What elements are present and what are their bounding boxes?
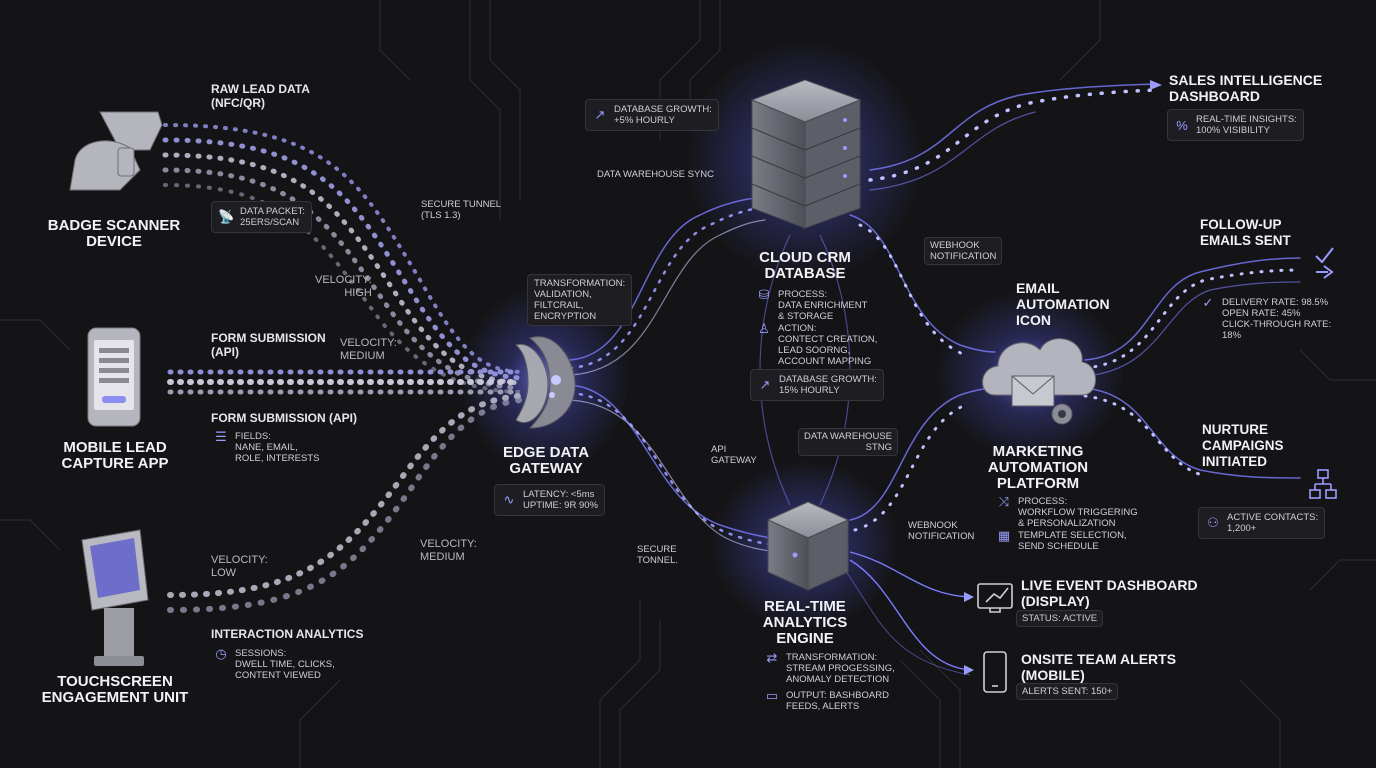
live-dashboard-arrow [964, 592, 974, 602]
marketing-template: ▦ TEMPLATE SELECTION, SEND SCHEDULE [997, 528, 1127, 552]
mobile-fields: ☰ FIELDS: NANE, EMAIL, ROLE, INTERESTS [213, 429, 319, 464]
touch-velocity-medium: VELOCITY: MEDIUM [420, 538, 477, 563]
crm-growth-top-box: ↗ DATABASE GROWTH: +5% HOURLY [585, 99, 719, 131]
calendar-icon: ▦ [997, 528, 1011, 543]
touch-stream [167, 393, 523, 613]
badge-scanner-title: BADGE SCANNER DEVICE [47, 217, 181, 250]
marketing-title: MARKETING AUTOMATION PLATFORM [987, 443, 1089, 492]
followup-rates: ✓ DELIVERY RATE: 98.5% OPEN RATE: 45% CL… [1200, 295, 1332, 341]
mobile-stream-label: FORM SUBMISSION (API) [211, 331, 326, 359]
mobile-app-title: MOBILE LEAD CAPTURE APP [61, 439, 169, 472]
clock-icon: ◷ [215, 646, 227, 661]
form-list-icon: ☰ [215, 429, 227, 444]
sales-dashboard-title: SALES INTELLIGENCE DASHBOARD [1169, 72, 1323, 104]
antenna-icon: 📡 [218, 209, 235, 224]
gateway-icon [515, 336, 576, 429]
analytics-transform: ⇄ TRANSFORMATION: STREAM PROGESSING, ANO… [764, 650, 895, 685]
marketing-process: ⤨ PROCESS: WORKFLOW TRIGGERING & PERSONA… [996, 494, 1138, 529]
crm-server-icon [750, 79, 862, 229]
touch-sub-label: INTERACTION ANALYTICS [211, 627, 364, 641]
mobile-velocity: VELOCITY: MEDIUM [340, 337, 397, 362]
mobile-stream [167, 369, 523, 395]
active-contacts-box: ⚇ ACTIVE CONTACTS: 1,200+ [1198, 507, 1326, 539]
kiosk-icon [81, 529, 149, 666]
nurture-network-icon [1309, 469, 1337, 499]
crm-growth-box: ↗ DATABASE GROWTH: 15% HOURLY [750, 369, 884, 401]
marketing-to-followup-stream [1083, 257, 1302, 377]
gateway-out-streams [568, 197, 779, 553]
badge-stream-label: RAW LEAD DATA (NFC/QR) [211, 82, 310, 110]
mobile-phone-icon [87, 327, 141, 427]
touch-sessions: ◷ SESSIONS: DWELL TIME, CLICKS, CONTENT … [213, 646, 334, 681]
folder-icon: ▭ [765, 688, 779, 703]
crm-action: ♙ ACTION: CONTECT CREATION, LEAD SOORNG,… [756, 321, 877, 367]
badge-scanner-icon [69, 111, 163, 191]
live-status-badge: STATUS: ACTIVE [1016, 610, 1104, 627]
nurture-title: NURTURE CAMPAIGNS INITIATED [1202, 422, 1284, 469]
shuffle-icon: ⤨ [998, 494, 1010, 509]
badge-packet-box: 📡 DATA PACKET: 25ERS/SCAN [211, 201, 312, 233]
sales-insights-box: % REAL-TIME INSIGHTS: 100% VISIBILITY [1167, 109, 1304, 141]
pulse-icon: ∿ [503, 492, 515, 507]
alerts-sent-badge: ALERTS SENT: 150+ [1016, 683, 1119, 700]
users-icon: ⚇ [1207, 515, 1219, 530]
followup-title: FOLLOW-UP EMAILS SENT [1200, 217, 1291, 248]
followup-icons [1315, 247, 1334, 279]
email-automation-icon-label: EMAIL AUTOMATION ICON [1016, 280, 1110, 328]
percent-icon: % [1176, 117, 1188, 133]
mobile-sub-label: FORM SUBMISSION (API) [211, 411, 357, 425]
marketing-cloud-icon [982, 338, 1096, 425]
trend-up-icon: ↗ [594, 107, 606, 122]
alerts-title: ONSITE TEAM ALERTS (MOBILE) [1021, 651, 1177, 683]
touchscreen-title: TOUCHSCREEN ENGAGEMENT UNIT [41, 673, 189, 706]
alerts-arrow [964, 665, 974, 675]
analytics-webhook-label: WEBNOOK NOTIFICATION [908, 520, 975, 542]
alerts-phone-icon [983, 651, 1007, 693]
exchange-icon: ⇄ [766, 650, 778, 665]
touch-velocity-low: VELOCITY: LOW [211, 554, 268, 579]
live-dashboard-monitor-icon [977, 583, 1013, 613]
trend-up-icon: ↗ [759, 377, 771, 392]
check-icon: ✓ [1202, 295, 1214, 310]
crm-warehouse-sync: DATA WAREHOUSE SYNC [597, 169, 715, 180]
crm-process: ⛁ PROCESS: DATA ENRICHMENT & STORAGE [756, 287, 868, 322]
secure-tunnel-label: SECURE TUNNEL (TLS 1.3) [421, 199, 502, 221]
analytics-title: REAL-TIME ANALYTICS ENGINE [762, 598, 848, 647]
crm-to-marketing-stream [849, 214, 996, 357]
crm-title: CLOUD CRM DATABASE [759, 249, 851, 282]
user-icon: ♙ [758, 321, 770, 336]
analytics-output: ▭ OUTPUT: BASHBOARD FEEDS, ALERTS [765, 688, 889, 712]
analytics-to-marketing-stream [849, 387, 996, 532]
gateway-title: EDGE DATA GATEWAY [502, 444, 590, 477]
gateway-latency-box: ∿ LATENCY: <5ms UPTIME: 9R 90% [494, 484, 605, 516]
analytics-cube-icon [766, 501, 850, 591]
sales-arrow [1150, 80, 1162, 90]
analytics-secure-label: SECURE TONNEL. [637, 544, 679, 566]
live-dashboard-title: LIVE EVENT DASHBOARD (DISPLAY) [1021, 577, 1198, 609]
gateway-transform-box: TRANSFORMATION: VALIDATION, FILTCRAIL, E… [527, 274, 633, 326]
marketing-to-nurture-stream [1083, 387, 1301, 479]
analytics-warehouse-box: DATA WAREHOUSE STNG [798, 428, 898, 456]
analytics-to-outputs-stream [844, 551, 971, 676]
api-gateway-label: API GATEWAY [711, 444, 757, 466]
database-icon: ⛁ [758, 287, 770, 302]
crm-to-sales-stream [868, 83, 1157, 191]
badge-velocity: VELOCITY: HIGH [315, 274, 372, 299]
crm-webhook-box: WEBHOOK NOTIFICATION [924, 237, 1003, 265]
